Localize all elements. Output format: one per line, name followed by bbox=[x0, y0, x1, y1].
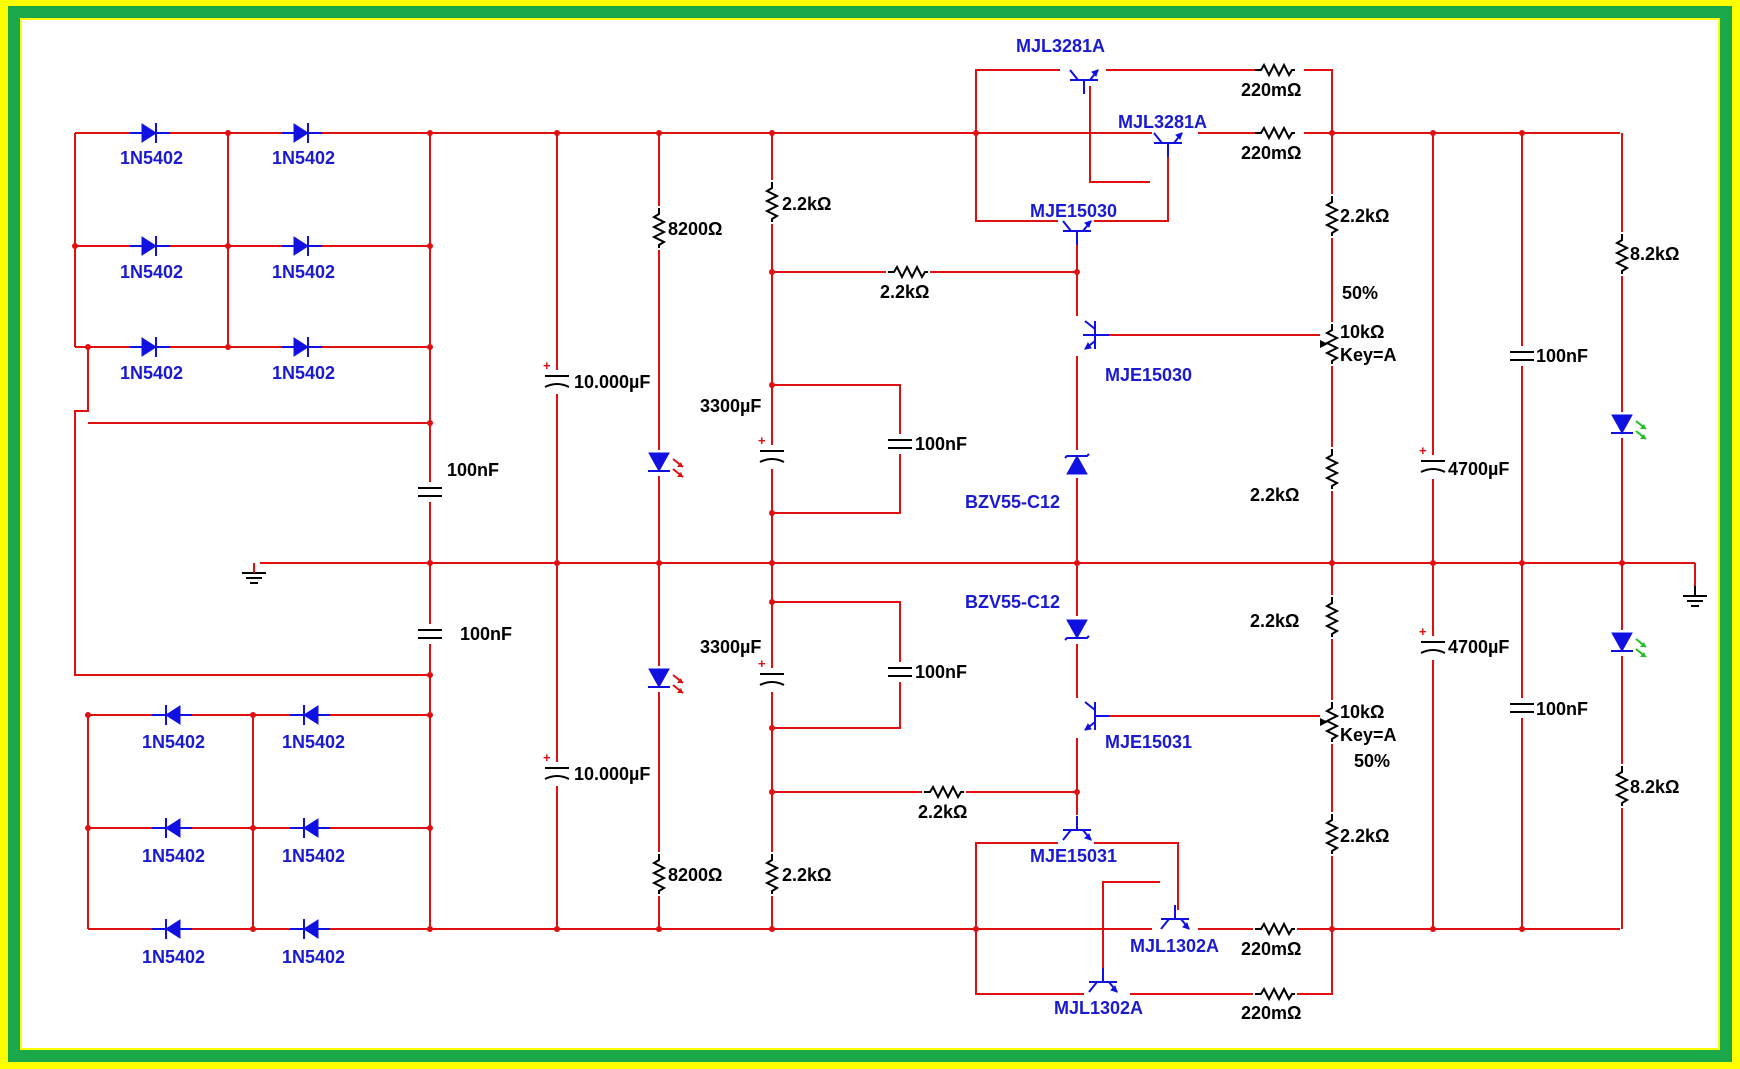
pot-value: 10kΩ bbox=[1340, 322, 1384, 342]
bias-network-right: 2.2kΩ 2.2kΩ 2.2kΩ 2.2kΩ 50% 10kΩ Key=A 1… bbox=[1250, 194, 1397, 856]
pot-key: Key=A bbox=[1340, 345, 1397, 365]
bridge-top: 1N5402 1N5402 1N5402 1N5402 1N5402 1N540… bbox=[120, 122, 335, 383]
driver-resistors: 2.2kΩ 2.2kΩ bbox=[880, 264, 967, 822]
diode-label: 1N5402 bbox=[142, 947, 205, 967]
cap-label: 100nF bbox=[1536, 346, 1588, 366]
diode-label: 1N5402 bbox=[142, 846, 205, 866]
transistor-label: MJE15031 bbox=[1105, 732, 1192, 752]
diode-label: 1N5402 bbox=[272, 148, 335, 168]
resistor-label: 2.2kΩ bbox=[782, 865, 831, 885]
resistor-label: 2.2kΩ bbox=[1250, 485, 1299, 505]
main-caps: 10.000µF 10.000µF bbox=[542, 357, 650, 786]
pot-value: 10kΩ bbox=[1340, 702, 1384, 722]
inner-border bbox=[8, 6, 1732, 1062]
output-decoupling: 100nF 100nF bbox=[1508, 346, 1588, 719]
diode-label: 1N5402 bbox=[282, 846, 345, 866]
cap-label: 10.000µF bbox=[574, 372, 650, 392]
resistor-label: 2.2kΩ bbox=[918, 802, 967, 822]
top-output-stage: MJL3281A MJL3281A MJE15030 220mΩ 220mΩ bbox=[1016, 36, 1304, 246]
bridge-bottom: 1N5402 1N5402 1N5402 1N5402 1N5402 1N540… bbox=[142, 704, 345, 967]
cap-label: 100nF bbox=[915, 662, 967, 682]
resistor-label: 8.2kΩ bbox=[1630, 777, 1679, 797]
cap-label: 4700µF bbox=[1448, 637, 1509, 657]
bottom-output-stage: MJE15031 MJL1302A MJL1302A 220mΩ 220mΩ bbox=[1030, 815, 1301, 1023]
led-column-right: 8.2kΩ 8.2kΩ bbox=[1609, 232, 1679, 808]
diode-label: 1N5402 bbox=[120, 262, 183, 282]
resistor-label: 220mΩ bbox=[1241, 1003, 1301, 1023]
resistor-label: 2.2kΩ bbox=[1340, 206, 1389, 226]
cap-label: 100nF bbox=[1536, 699, 1588, 719]
cap-label: 3300µF bbox=[700, 396, 761, 416]
transistor-label: MJE15030 bbox=[1105, 365, 1192, 385]
pot-percent: 50% bbox=[1354, 751, 1390, 771]
filter-caps: 100nF 100nF bbox=[416, 460, 512, 644]
transistor-label: MJL3281A bbox=[1016, 36, 1105, 56]
cap-label: 4700µF bbox=[1448, 459, 1509, 479]
cap-label: 10.000µF bbox=[574, 764, 650, 784]
resistor-label: 2.2kΩ bbox=[782, 194, 831, 214]
diode-label: 1N5402 bbox=[282, 732, 345, 752]
resistor-label: 8200Ω bbox=[668, 865, 722, 885]
cap-label: 100nF bbox=[447, 460, 499, 480]
transistor-label: MJL1302A bbox=[1054, 998, 1143, 1018]
pot-key: Key=A bbox=[1340, 725, 1397, 745]
resistor-label: 220mΩ bbox=[1241, 143, 1301, 163]
zener-label: BZV55-C12 bbox=[965, 592, 1060, 612]
resistor-label: 220mΩ bbox=[1241, 939, 1301, 959]
resistor-label: 220mΩ bbox=[1241, 80, 1301, 100]
cap-label: 100nF bbox=[915, 434, 967, 454]
transistor-label: MJE15031 bbox=[1030, 846, 1117, 866]
schematic-background bbox=[22, 20, 1718, 1048]
bias-column: 2.2kΩ 2.2kΩ 3300µF 3300µF 100nF 100nF bbox=[700, 180, 967, 896]
diode-label: 1N5402 bbox=[272, 363, 335, 383]
diode-label: 1N5402 bbox=[120, 363, 183, 383]
pot-percent: 50% bbox=[1342, 283, 1378, 303]
output-caps: 4700µF 4700µF bbox=[1418, 442, 1509, 660]
led-column-left: 8200Ω 8200Ω bbox=[646, 206, 722, 896]
junctions bbox=[72, 130, 1625, 932]
resistor-label: 8200Ω bbox=[668, 219, 722, 239]
resistor-label: 8.2kΩ bbox=[1630, 244, 1679, 264]
resistor-label: 2.2kΩ bbox=[1340, 826, 1389, 846]
diode-label: 1N5402 bbox=[272, 262, 335, 282]
top-driver: MJE15030 BZV55-C12 bbox=[965, 316, 1192, 512]
diode-label: 1N5402 bbox=[282, 947, 345, 967]
diode-label: 1N5402 bbox=[120, 148, 183, 168]
diode-label: 1N5402 bbox=[142, 732, 205, 752]
transistor-label: MJE15030 bbox=[1030, 201, 1117, 221]
cap-label: 100nF bbox=[460, 624, 512, 644]
bottom-driver: MJE15031 BZV55-C12 bbox=[965, 592, 1192, 752]
resistor-label: 2.2kΩ bbox=[880, 282, 929, 302]
transistor-label: MJL3281A bbox=[1118, 112, 1207, 132]
transistor-label: MJL1302A bbox=[1130, 936, 1219, 956]
cap-label: 3300µF bbox=[700, 637, 761, 657]
resistor-label: 2.2kΩ bbox=[1250, 611, 1299, 631]
zener-label: BZV55-C12 bbox=[965, 492, 1060, 512]
